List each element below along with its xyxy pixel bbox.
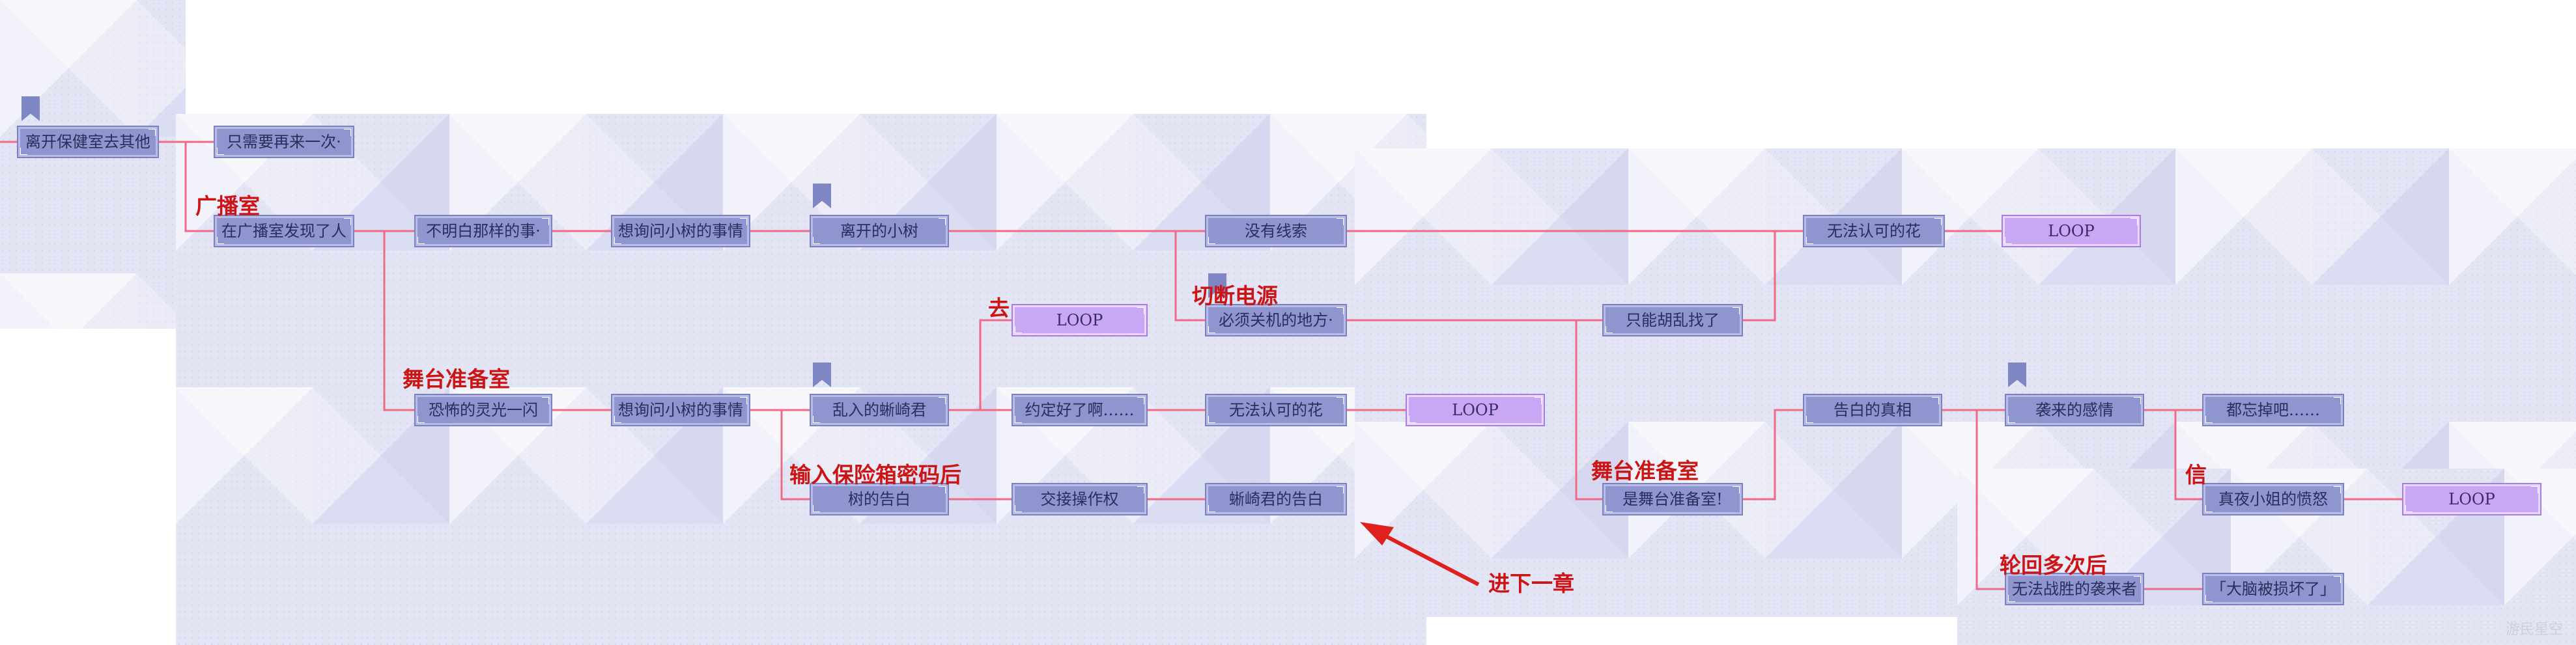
loop-node[interactable]: LOOP bbox=[2002, 215, 2141, 247]
edge bbox=[1742, 231, 1776, 322]
flow-node[interactable]: 没有线索 bbox=[1205, 215, 1347, 247]
flow-node[interactable]: 只能胡乱找了 bbox=[1602, 304, 1743, 336]
label-cut-power: 切断电源 bbox=[1192, 283, 1278, 309]
loop-node[interactable]: LOOP bbox=[1406, 394, 1545, 426]
flow-node[interactable]: 恐怖的灵光一闪 bbox=[414, 394, 552, 426]
flow-node[interactable]: 想询问小树的事情 bbox=[611, 215, 750, 247]
flow-node[interactable]: 在广播室发现了人 bbox=[214, 215, 354, 247]
edge bbox=[979, 319, 1013, 410]
flow-node[interactable]: 离开保健室去其他 bbox=[17, 126, 159, 158]
edge bbox=[1742, 409, 1804, 501]
watermark: 游民星空 bbox=[2505, 622, 2563, 638]
edge bbox=[780, 410, 811, 501]
flow-node[interactable]: 树的告白 bbox=[810, 483, 949, 515]
edge bbox=[1975, 410, 2006, 590]
label-next-chapter: 进下一章 bbox=[1488, 571, 1574, 596]
next-chapter-arrow bbox=[1360, 522, 1480, 586]
label-stage-prep-room: 舞台准备室 bbox=[1591, 458, 1699, 484]
flow-node[interactable]: 无法认可的花 bbox=[1803, 215, 1945, 247]
label-safe-code: 输入保险箱密码后 bbox=[789, 462, 961, 487]
loop-node[interactable]: LOOP bbox=[1012, 304, 1148, 336]
label-broadcast-room: 广播室 bbox=[195, 193, 260, 219]
label-go: 去 bbox=[988, 295, 1010, 321]
flow-node[interactable]: 想询问小树的事情 bbox=[611, 394, 750, 426]
label-letter: 信 bbox=[2185, 462, 2207, 487]
flow-node[interactable]: 都忘掉吧…… bbox=[2202, 394, 2344, 426]
edge bbox=[184, 142, 215, 232]
flow-node[interactable]: 必须关机的地方· bbox=[1205, 304, 1347, 336]
edge bbox=[2174, 410, 2203, 501]
flow-node[interactable]: 无法认可的花 bbox=[1205, 394, 1347, 426]
flow-node[interactable]: 约定好了啊…… bbox=[1012, 394, 1148, 426]
edge bbox=[383, 231, 416, 411]
flow-node[interactable]: 交接操作权 bbox=[1012, 483, 1148, 515]
flow-node[interactable]: 袭来的感情 bbox=[2005, 394, 2144, 426]
label-many-loops: 轮回多次后 bbox=[2000, 553, 2107, 578]
flow-node[interactable]: 无法战胜的袭来者 bbox=[2005, 573, 2144, 605]
label-stage-prep-room: 舞台准备室 bbox=[403, 366, 510, 392]
loop-node[interactable]: LOOP bbox=[2402, 483, 2541, 515]
edge bbox=[1174, 231, 1206, 322]
edge bbox=[1575, 320, 1604, 501]
flow-node[interactable]: 乱入的蜥崎君 bbox=[810, 394, 949, 426]
flow-node[interactable]: 不明白那样的事· bbox=[414, 215, 552, 247]
background-panel-left bbox=[0, 0, 186, 329]
flow-node[interactable]: 真夜小姐的愤怒 bbox=[2202, 483, 2344, 515]
flow-node[interactable]: 离开的小树 bbox=[810, 215, 949, 247]
flow-node[interactable]: 是舞台准备室! bbox=[1602, 483, 1743, 515]
flow-node[interactable]: 只需要再来一次· bbox=[214, 126, 354, 158]
flow-node[interactable]: 「大脑被损坏了」 bbox=[2202, 573, 2344, 605]
flow-node[interactable]: 告白的真相 bbox=[1803, 394, 1942, 426]
flow-node[interactable]: 蜥崎君的告白 bbox=[1205, 483, 1347, 515]
